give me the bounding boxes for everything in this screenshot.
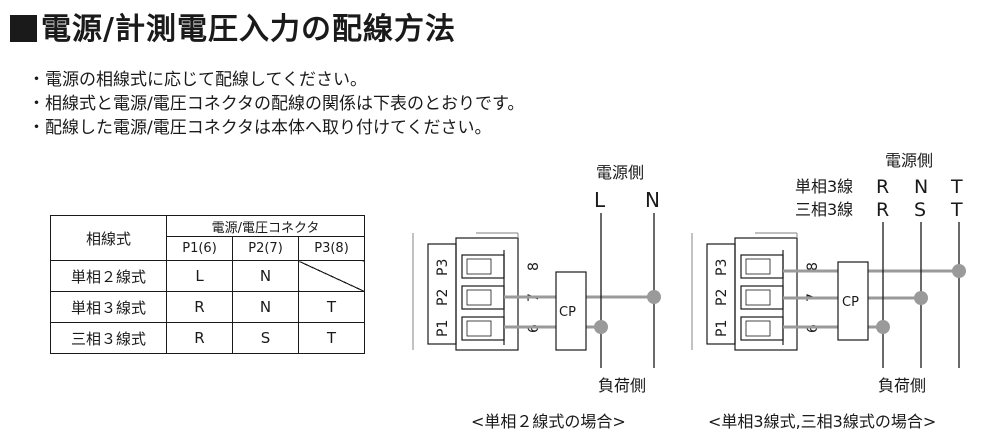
terminal: R — [876, 199, 889, 221]
row-label: 単相２線式 — [50, 260, 167, 292]
terminal-l: L — [594, 188, 606, 212]
pin-num-8: 8 — [805, 262, 821, 271]
pin-p2-label: P2 — [435, 289, 451, 306]
instruction-item: ・配線した電源/電圧コネクタは本体へ取り付けてください。 — [28, 118, 492, 138]
source-side-label: 電源側 — [885, 151, 933, 170]
table-row: 三相３線式 R S T — [50, 322, 365, 354]
terminal: T — [950, 199, 963, 221]
load-side-label: 負荷側 — [598, 376, 646, 395]
table-row: 単相３線式 R N T — [50, 291, 365, 323]
connector-block — [691, 232, 798, 351]
terminal-n: N — [645, 188, 660, 212]
page-title: 電源/計測電圧入力の配線方法 — [10, 4, 456, 48]
cell-p3: T — [298, 322, 365, 354]
cell-p1: R — [166, 291, 233, 323]
instruction-list: ・電源の相線式に応じて配線してください。 ・相線式と電源/電圧コネクタの配線の関… — [28, 68, 524, 140]
cell-p3-empty — [298, 260, 365, 292]
source-side-label: 電源側 — [596, 163, 644, 182]
terminal: R — [876, 176, 889, 198]
table-col-p2: P2(7) — [232, 236, 299, 261]
pin-p1-label: P1 — [435, 320, 451, 337]
cell-p2: N — [232, 291, 299, 323]
cell-p2: S — [232, 322, 299, 354]
junction-dot — [594, 320, 608, 334]
diagram-caption: <単相２線式の場合> — [471, 412, 626, 431]
load-side-label: 負荷側 — [878, 376, 926, 395]
pin-p1-label: P1 — [714, 320, 730, 337]
ct-box — [555, 271, 587, 351]
ct-box — [837, 261, 869, 341]
terminal: T — [950, 176, 963, 198]
instruction-item: ・相線式と電源/電圧コネクタの配線の関係は下表のとおりです。 — [28, 94, 525, 114]
connector-block — [412, 232, 519, 351]
instruction-item: ・電源の相線式に応じて配線してください。 — [28, 70, 367, 90]
terminal: N — [914, 176, 928, 198]
pin-p2-label: P2 — [714, 289, 730, 306]
page-title-text: 電源/計測電圧入力の配線方法 — [41, 12, 456, 47]
junction-dot — [876, 320, 890, 334]
vertical-lines — [600, 213, 655, 368]
pin-p3-label: P3 — [435, 259, 451, 276]
row-label-three3: 三相3線 — [795, 200, 853, 219]
terminal: S — [914, 199, 926, 221]
square-bullet-icon — [10, 15, 37, 42]
diagram-single-phase-2wire: 電源側 L N P1 P2 P3 6 7 8 — [412, 163, 661, 431]
ct-label: CP — [842, 295, 859, 310]
junction-dot — [952, 264, 966, 278]
pin-num-8: 8 — [526, 262, 542, 271]
junction-dot — [647, 290, 661, 304]
row-label: 三相３線式 — [50, 322, 167, 354]
diagram-3wire: 電源側 単相3線 三相3線 R N T R S T P1 P2 P3 6 7 8 — [691, 151, 966, 431]
row-label-single3: 単相3線 — [795, 177, 853, 196]
cell-p2: N — [232, 260, 299, 292]
pin-p3-label: P3 — [714, 259, 730, 276]
diagram-caption: <単相3線式,三相3線式の場合> — [708, 412, 936, 431]
table-header-connector: 電源/電圧コネクタ — [166, 215, 365, 237]
wiring-table: 相線式 電源/電圧コネクタ P1(6) P2(7) P3(8) 単相２線式 L … — [50, 215, 365, 354]
junction-dot — [914, 291, 928, 305]
ct-label: CP — [559, 305, 576, 320]
table-row: 単相２線式 L N — [50, 260, 365, 292]
table-header-phase: 相線式 — [50, 215, 167, 261]
table-col-p3: P3(8) — [298, 236, 365, 261]
wires — [783, 269, 959, 329]
cell-p1: R — [166, 322, 233, 354]
table-col-p1: P1(6) — [166, 236, 233, 261]
cell-p3: T — [298, 291, 365, 323]
